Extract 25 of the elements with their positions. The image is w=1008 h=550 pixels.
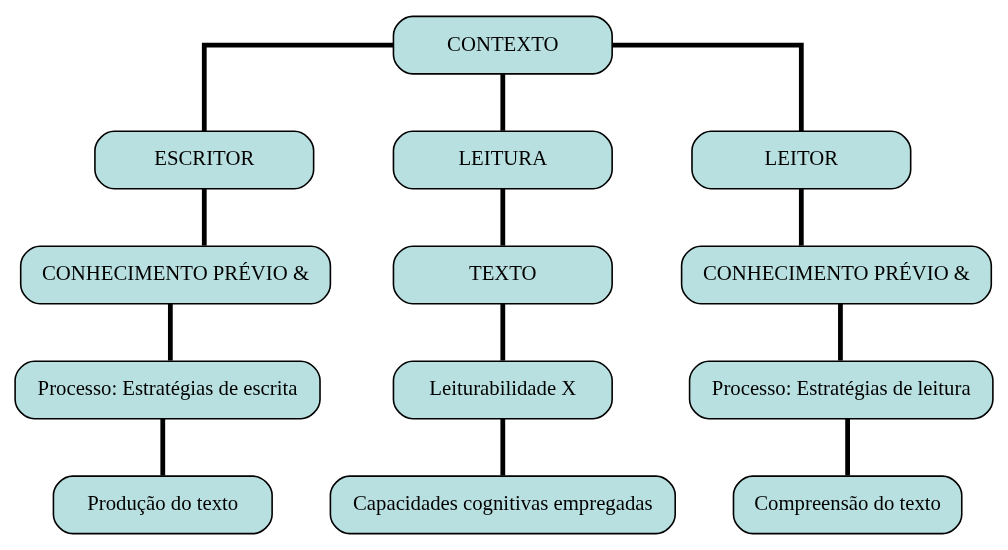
node-box: LEITOR	[691, 130, 912, 190]
node-box: Capacidades cognitivas empregadas	[329, 475, 676, 535]
node-box: LEITURA	[392, 130, 613, 190]
node-box: CONHECIMENTO PRÉVIO &	[19, 245, 332, 305]
node-box: ESCRITOR	[94, 130, 315, 190]
connector	[500, 74, 506, 131]
connector	[500, 189, 506, 246]
connector	[167, 304, 173, 361]
node-box: Processo: Estratégias de leitura	[688, 360, 994, 420]
connector	[201, 42, 394, 132]
connector	[612, 42, 804, 132]
connector	[160, 418, 166, 476]
connector	[838, 304, 843, 361]
connector	[798, 189, 804, 246]
node-box: Leiturabilidade X	[392, 360, 613, 420]
connector	[845, 418, 850, 476]
node-box: CONTEXTO	[392, 15, 613, 75]
node-box: Processo: Estratégias de escrita	[14, 360, 321, 420]
node-box: TEXTO	[392, 245, 613, 305]
connector	[201, 189, 207, 246]
node-box: Produção do texto	[52, 475, 273, 535]
connector	[500, 418, 506, 476]
node-box: Compreensão do texto	[732, 475, 963, 535]
connector	[500, 304, 506, 361]
node-box: CONHECIMENTO PRÉVIO &	[680, 245, 993, 305]
